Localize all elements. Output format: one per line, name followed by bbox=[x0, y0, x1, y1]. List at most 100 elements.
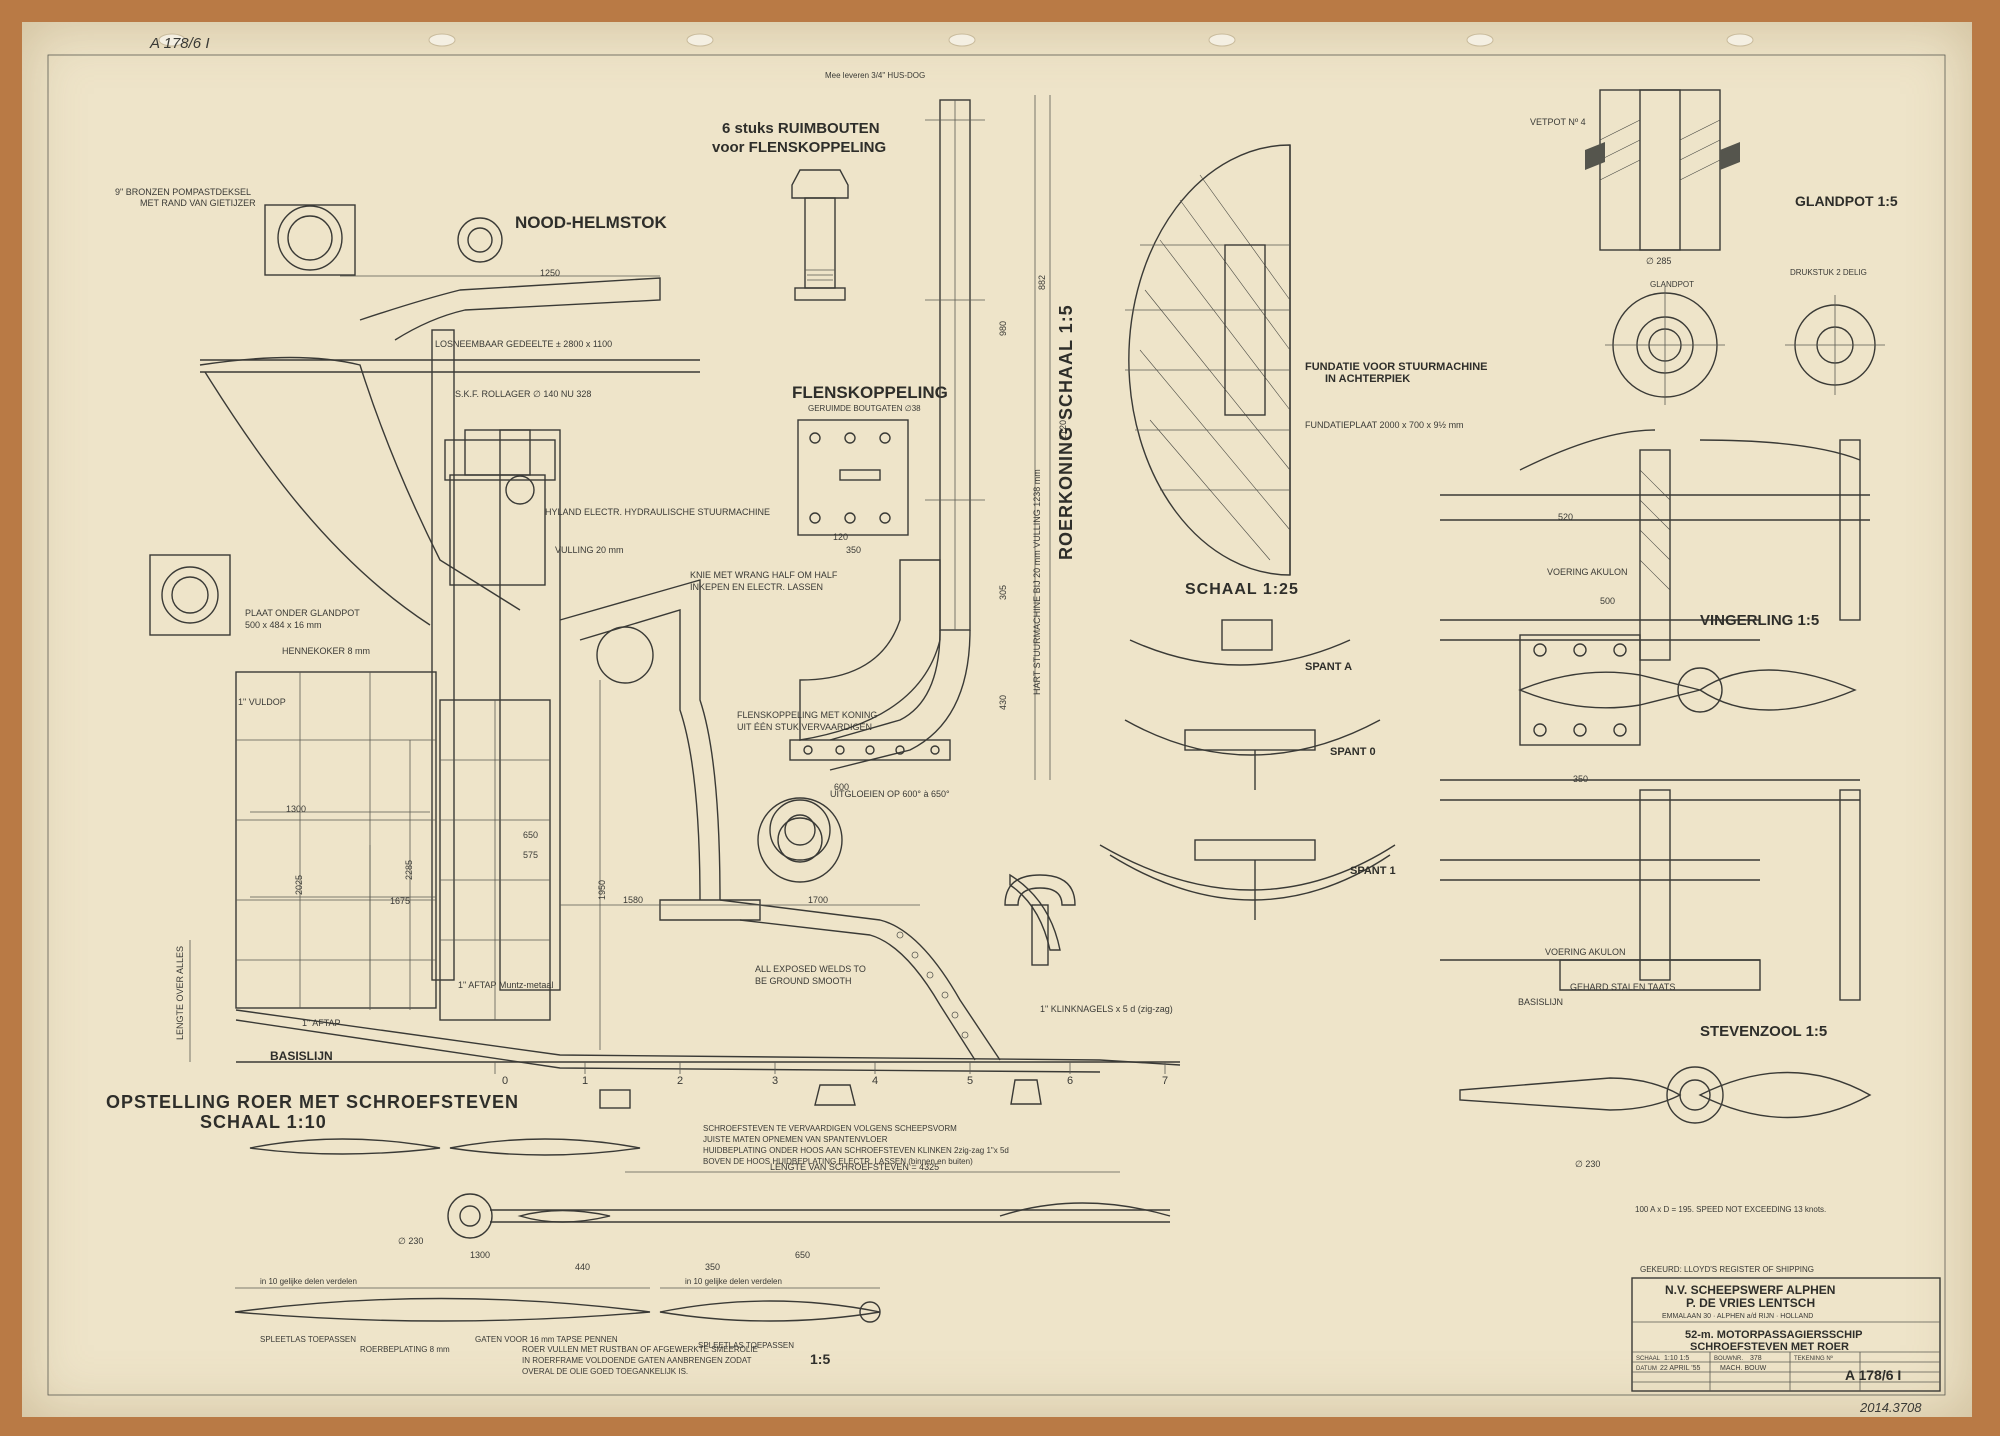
main-labels: 9" BRONZEN POMPASTDEKSEL MET RAND VAN GI… bbox=[106, 187, 1173, 1132]
dim-650: 650 bbox=[523, 830, 538, 840]
archive-number: A 178/6 I bbox=[149, 35, 210, 52]
schaal25-title: SCHAAL 1:25 bbox=[1185, 581, 1299, 598]
dim-430: 430 bbox=[998, 695, 1008, 710]
foundation-title: FUNDATIE VOOR STUURMACHINE bbox=[1305, 361, 1488, 373]
glandpot-label: GLANDPOT bbox=[1650, 280, 1694, 289]
schroefsteven-note-3: HUIDBEPLATING ONDER HOOS AAN SCHROEFSTEV… bbox=[703, 1146, 1009, 1155]
schroefsteven-note-4: BOVEN DE HOOS HUIDBEPLATING ELECTR. LASS… bbox=[703, 1157, 973, 1166]
section-dim-350: 350 bbox=[705, 1262, 720, 1272]
aftap-muntz-label: 1" AFTAP Muntz-metaal bbox=[458, 980, 553, 990]
lloyds-note: GEKEURD: LLOYD'S REGISTER OF SHIPPING bbox=[1640, 1265, 1814, 1274]
section-scale: 1:5 bbox=[810, 1351, 830, 1367]
main-assembly bbox=[189, 217, 1181, 1109]
main-title: OPSTELLING ROER MET SCHROEFSTEVEN bbox=[106, 1092, 519, 1112]
dim-1950: 1950 bbox=[597, 880, 607, 900]
schaal-value: 1:10 1:5 bbox=[1664, 1355, 1689, 1362]
hennekoker-label: HENNEKOKER 8 mm bbox=[282, 646, 370, 656]
vessel-name: 52-m. MOTORPASSAGIERSSCHIP bbox=[1685, 1329, 1862, 1341]
afdeling-value: MACH. BOUW bbox=[1720, 1365, 1767, 1372]
tick-label-1: 1 bbox=[582, 1075, 588, 1087]
dim-1700: 1700 bbox=[808, 895, 828, 905]
vuldop-label: 1" VULDOP bbox=[238, 697, 286, 707]
vingerling-dim-500: 500 bbox=[1600, 596, 1615, 606]
stevenzool-gehard: GEHARD STALEN TAATS bbox=[1570, 982, 1675, 992]
welds-label-2: BE GROUND SMOOTH bbox=[755, 976, 852, 986]
vingerling-view: VOERING AKULON 500 520 VINGERLING 1:5 35… bbox=[1440, 429, 1870, 784]
section-dim-440: 440 bbox=[575, 1262, 590, 1272]
tick-label-0: 0 bbox=[502, 1075, 508, 1087]
stevenzool-basislijn: BASISLIJN bbox=[1518, 997, 1563, 1007]
stevenzool-view: VOERING AKULON GEHARD STALEN TAATS BASIS… bbox=[1440, 779, 1872, 1169]
foundation-plate: FUNDATIEPLAAT 2000 x 700 x 9½ mm bbox=[1305, 420, 1464, 430]
lengte-schroefsteven: LENGTE VAN SCHROEFSTEVEN = 4325 bbox=[770, 1162, 939, 1172]
roer-note-3: OVERAL DE OLIE GOED TOEGANKELIJK IS. bbox=[522, 1367, 688, 1376]
roer-note-2: IN ROERFRAME VOLDOENDE GATEN AANBRENGEN … bbox=[522, 1356, 752, 1365]
spleetlas-label-2: SPLEETLAS TOEPASSEN bbox=[698, 1341, 794, 1350]
dim-2120: 2120 bbox=[1058, 420, 1068, 440]
knie-label-2: INKEPEN EN ELECTR. LASSEN bbox=[690, 582, 823, 592]
company-address: EMMALAAN 30 · ALPHEN a/d RIJN · HOLLAND bbox=[1662, 1313, 1813, 1320]
company-name-2: P. DE VRIES LENTSCH bbox=[1686, 1296, 1815, 1310]
section-dim-230: ∅ 230 bbox=[398, 1236, 423, 1246]
stamp-number: 2014.3708 bbox=[1859, 1400, 1922, 1415]
spant-1-title: SPANT 1 bbox=[1350, 865, 1396, 877]
tick-label-7: 7 bbox=[1162, 1075, 1168, 1087]
bolts-title: 6 stuks RUIMBOUTEN bbox=[722, 120, 880, 137]
tiller-title: NOOD-HELMSTOK bbox=[515, 213, 667, 232]
schroefsteven-notes: SCHROEFSTEVEN TE VERVAARDIGEN VOLGENS SC… bbox=[625, 1124, 1120, 1173]
bolts-view: 6 stuks RUIMBOUTEN voor FLENSKOPPELING M… bbox=[712, 71, 925, 301]
roer-note-1: ROER VULLEN MET RUSTBAN OF AFGEWERKTE SM… bbox=[522, 1345, 758, 1354]
rudder-sections: ∅ 230 1300 440 650 350 in 10 gelijke del… bbox=[234, 1138, 1171, 1376]
pompdeksel-detail bbox=[149, 204, 356, 636]
tick-label-6: 6 bbox=[1067, 1075, 1073, 1087]
drukstuk-label: DRUKSTUK 2 DELIG bbox=[1790, 268, 1867, 277]
main-scale: SCHAAL 1:10 bbox=[200, 1112, 327, 1132]
u-section-detail bbox=[1004, 874, 1076, 966]
pompdeksel-label: 9" BRONZEN POMPASTDEKSEL bbox=[115, 187, 251, 197]
drawing-subject: SCHROEFSTEVEN MET ROER bbox=[1690, 1341, 1849, 1353]
schroefsteven-note-1: SCHROEFSTEVEN TE VERVAARDIGEN VOLGENS SC… bbox=[703, 1124, 957, 1133]
spleetlas-label-1: SPLEETLAS TOEPASSEN bbox=[260, 1335, 356, 1344]
dim-1580: 1580 bbox=[623, 895, 643, 905]
datum-label: DATUM bbox=[1636, 1366, 1657, 1372]
vulling-label: VULLING 20 mm bbox=[555, 545, 624, 555]
stevenzool-dim-230: ∅ 230 bbox=[1575, 1159, 1600, 1169]
lengte-alles-label: LENGTE OVER ALLES bbox=[175, 946, 185, 1040]
tick-label-3: 3 bbox=[772, 1075, 778, 1087]
skeg-rivets bbox=[896, 931, 969, 1039]
skf-label: S.K.F. ROLLAGER ∅ 140 NU 328 bbox=[455, 389, 591, 399]
knie-label: KNIE MET WRANG HALF OM HALF bbox=[690, 570, 838, 580]
stevenzool-voering: VOERING AKULON bbox=[1545, 947, 1626, 957]
dim-305: 305 bbox=[998, 585, 1008, 600]
drawing-border bbox=[47, 54, 1946, 1396]
tick-label-2: 2 bbox=[677, 1075, 683, 1087]
klinknagels-label: 1" KLINKNAGELS x 5 d (zig-zag) bbox=[1040, 1004, 1173, 1014]
schaal-label: SCHAAL bbox=[1636, 1356, 1661, 1362]
foundation-view: FUNDATIE VOOR STUURMACHINE IN ACHTERPIEK… bbox=[1125, 144, 1488, 598]
flange-title: FLENSKOPPELING bbox=[792, 383, 948, 402]
aftap-label: 1" AFTAP bbox=[302, 1018, 341, 1028]
welds-label: ALL EXPOSED WELDS TO bbox=[755, 964, 866, 974]
dim-980: 980 bbox=[998, 321, 1008, 336]
tick-label-5: 5 bbox=[967, 1075, 973, 1087]
flens-koning-label-2: UIT ÉÉN STUK VERVAARDIGEN bbox=[737, 722, 872, 732]
pompdeksel-label-2: MET RAND VAN GIETIJZER bbox=[140, 198, 256, 208]
tekening-value: A 178/6 I bbox=[1845, 1367, 1901, 1383]
dim-1675: 1675 bbox=[390, 896, 410, 906]
flange-note: GERUIMDE BOUTGATEN ∅38 bbox=[808, 404, 921, 413]
datum-value: 22 APRIL '55 bbox=[1660, 1365, 1700, 1372]
spant-a-title: SPANT A bbox=[1305, 661, 1352, 673]
dim-2025: 2025 bbox=[294, 875, 304, 895]
uitgloeien-label: UITGLOEIEN OP 600° à 650° bbox=[830, 789, 950, 799]
losneembaar-label: LOSNEEMBAAR GEDEELTE ± 2800 x 1100 bbox=[435, 339, 612, 349]
hyland-label: HYLAND ELECTR. HYDRAULISCHE STUURMACHINE bbox=[545, 507, 770, 517]
tekening-label: TEKENING Nº bbox=[1794, 1355, 1834, 1362]
title-block: N.V. SCHEEPSWERF ALPHEN P. DE VRIES LENT… bbox=[1631, 1277, 1941, 1392]
gelijke-label-2: in 10 gelijke delen verdelen bbox=[685, 1277, 782, 1286]
basislijn-label: BASISLIJN bbox=[270, 1049, 333, 1063]
vingerling-voering: VOERING AKULON bbox=[1547, 567, 1628, 577]
flange-dim-120: 120 bbox=[833, 532, 848, 542]
glandpot-title: GLANDPOT 1:5 bbox=[1795, 193, 1898, 209]
stevenzool-title: STEVENZOOL 1:5 bbox=[1700, 1023, 1827, 1040]
